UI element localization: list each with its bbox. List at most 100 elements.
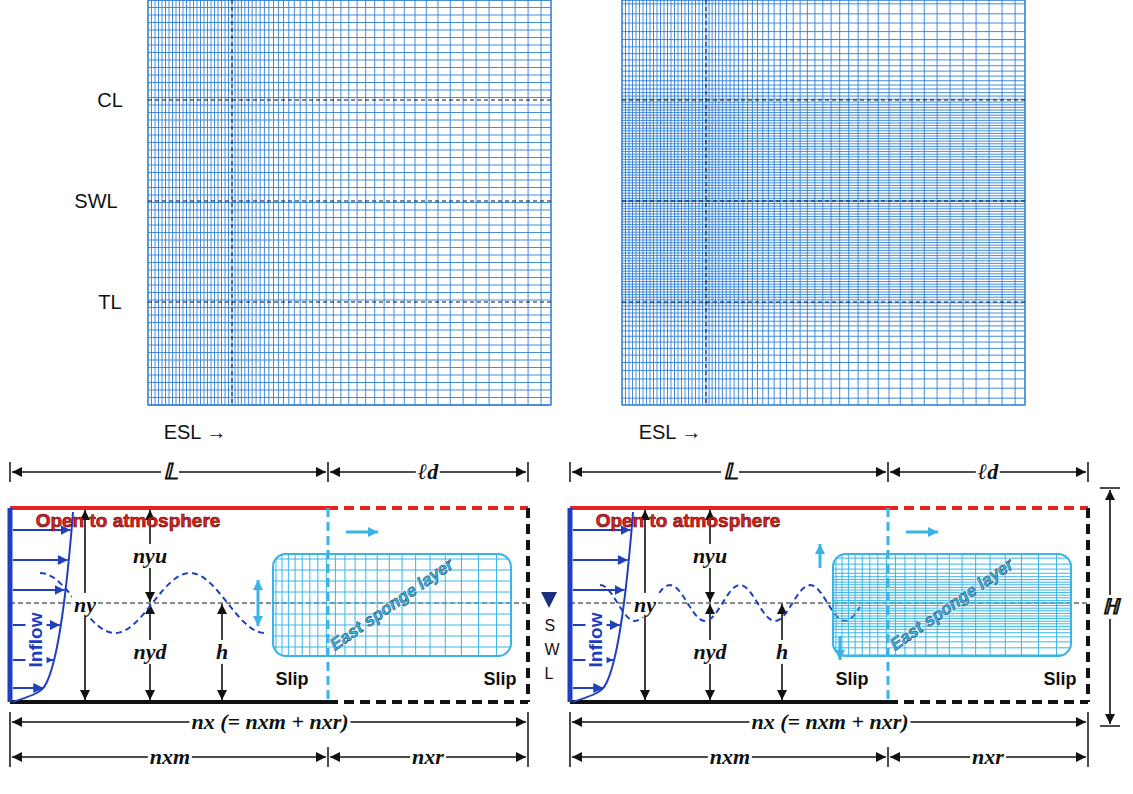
boundary-label: Inflow <box>586 611 607 670</box>
grid-line <box>695 0 696 405</box>
grid-line <box>622 112 1025 113</box>
level-label: SWL <box>74 190 117 212</box>
grid-line <box>688 0 689 405</box>
grid-line <box>622 102 1025 103</box>
tick <box>9 462 11 482</box>
grid-line <box>622 23 1025 24</box>
dimension-label: 𝕃 <box>161 460 179 484</box>
grid-line <box>365 553 366 657</box>
grid-line <box>622 31 1025 32</box>
grid-line <box>622 188 1025 189</box>
grid-line <box>272 559 512 560</box>
domain-sketch <box>10 462 528 767</box>
grid-line <box>622 201 1025 202</box>
grid-line <box>461 553 462 657</box>
dimension-label: ℓd <box>416 460 440 484</box>
grid-line <box>622 214 1025 215</box>
domain-sketch <box>570 462 1088 767</box>
water-level-label: SWL <box>545 614 554 686</box>
dimension-label: ℓd <box>976 460 1000 484</box>
grid-line <box>768 0 769 405</box>
inflow-wall <box>8 508 13 702</box>
open-boundary <box>328 506 528 510</box>
grid-line <box>667 0 668 405</box>
grid-line <box>629 0 630 405</box>
grid-line <box>622 286 1025 287</box>
grid-line <box>148 292 551 293</box>
grid-line <box>295 553 296 657</box>
grid-line <box>950 0 951 405</box>
grid-line <box>622 117 1025 118</box>
flow-arrow <box>906 531 938 534</box>
grid-line <box>148 97 551 98</box>
grid-line <box>622 203 1025 204</box>
grid-line <box>622 242 1025 243</box>
grid-line <box>148 345 551 346</box>
grid-line <box>148 277 551 278</box>
sponge-mesh <box>272 553 512 657</box>
grid-line <box>622 128 1025 129</box>
dimension-label: nyd <box>692 640 729 664</box>
outflow-wall <box>1086 508 1090 702</box>
dimension-label: nxm <box>708 745 752 769</box>
grid-line <box>622 279 1025 280</box>
grid-line <box>622 151 1025 152</box>
grid-line <box>622 260 1025 261</box>
inflow-arrow <box>573 589 625 591</box>
grid-line <box>625 0 626 405</box>
grid-line <box>832 579 1072 580</box>
grid-line <box>622 149 1025 150</box>
grid-line <box>807 0 808 405</box>
grid-line <box>148 150 551 151</box>
grid-line <box>622 96 1025 97</box>
grid-line <box>622 167 1025 168</box>
inflow-arrow <box>573 559 628 561</box>
grid-line <box>148 112 551 113</box>
grid-line <box>867 0 868 405</box>
grid-line <box>622 325 1025 326</box>
inflow-wall <box>568 508 573 702</box>
grid-line <box>148 367 551 368</box>
grid-line <box>639 0 640 405</box>
grid-line <box>148 75 551 76</box>
boundary-label: Open to atmosphere <box>36 511 221 532</box>
dimension-label: nyu <box>131 544 169 568</box>
grid-line <box>832 576 1072 577</box>
sponge-start-line <box>887 508 890 702</box>
sponge-label: East sponge layer <box>886 555 1017 655</box>
grid-line <box>622 305 1025 306</box>
grid-line <box>622 107 1025 108</box>
grid-line <box>622 398 1025 399</box>
grid-line <box>276 553 277 657</box>
grid-line <box>148 247 551 248</box>
grid-line <box>622 59 1025 60</box>
grid-line <box>148 390 551 391</box>
tick <box>569 462 571 482</box>
grid-line <box>848 0 849 405</box>
tick <box>527 462 529 482</box>
grid-line <box>646 0 647 405</box>
sponge-start-line <box>706 0 707 405</box>
grid-line <box>622 388 1025 389</box>
grid-line <box>702 0 703 405</box>
dimension-label: nxm <box>148 745 192 769</box>
bottom-wall <box>888 700 1088 704</box>
sponge-start-line <box>327 508 330 702</box>
grid-line <box>622 154 1025 155</box>
grid-line <box>148 105 551 106</box>
inflow-arrow <box>573 687 603 689</box>
grid-line <box>148 217 551 218</box>
grid-line <box>889 0 890 405</box>
tick <box>1100 487 1120 489</box>
level-line <box>148 201 551 202</box>
grid-line <box>622 162 1025 163</box>
grid-line <box>148 127 551 128</box>
grid-line <box>814 0 815 405</box>
grid-line <box>622 198 1025 199</box>
outflow-wall <box>526 508 530 702</box>
grid-line <box>622 211 1025 212</box>
grid-line <box>622 266 1025 267</box>
open-boundary <box>570 506 888 510</box>
grid-line <box>317 553 318 657</box>
flow-arrow <box>346 531 378 534</box>
